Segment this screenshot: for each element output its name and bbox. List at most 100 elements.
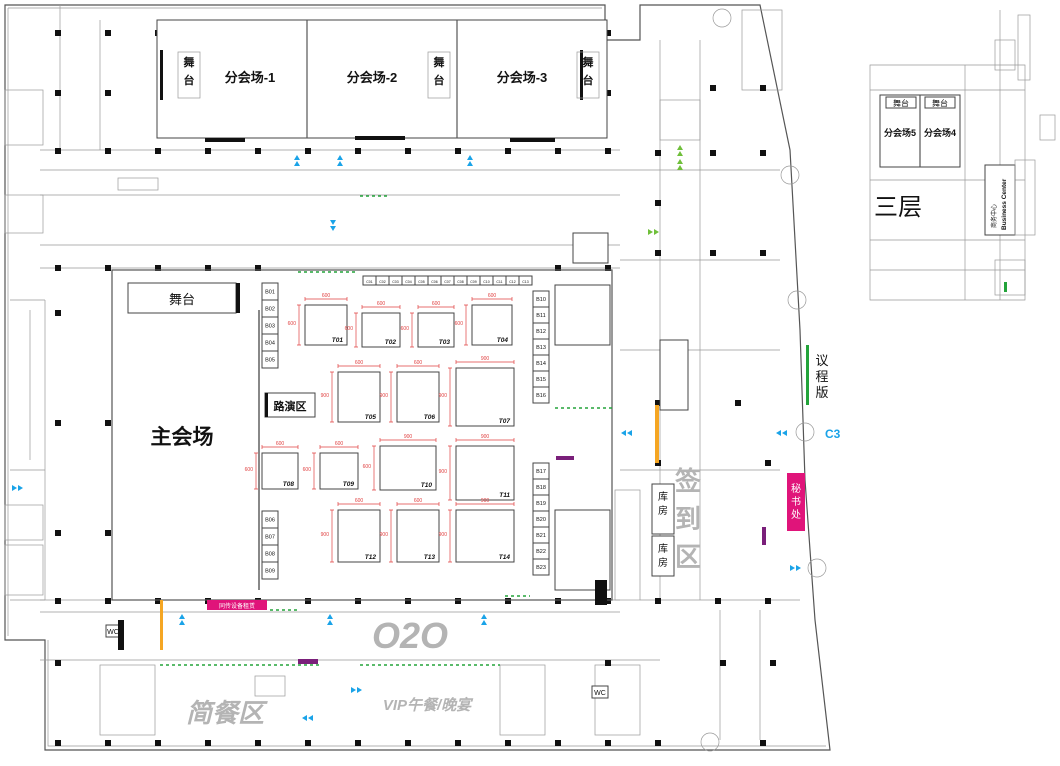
table-label: T09 xyxy=(343,481,355,488)
dimension-label: 900 xyxy=(404,434,413,440)
booth-label: C13 xyxy=(522,280,528,284)
business-center-label[interactable]: Business Center xyxy=(1001,178,1008,230)
booth-label: B03 xyxy=(265,324,275,330)
buffet-label[interactable]: 简餐区 xyxy=(186,698,268,728)
direction-arrows xyxy=(12,145,801,721)
booth-label: B09 xyxy=(265,569,275,575)
booth-B05[interactable] xyxy=(261,350,279,369)
sub-hall-3-label[interactable]: 分会场-3 xyxy=(497,70,548,85)
table-T04[interactable] xyxy=(471,304,513,346)
booth-label: B07 xyxy=(265,535,275,541)
dimension-label: 900 xyxy=(439,393,448,399)
booth-label: B13 xyxy=(536,345,546,351)
booth-label: C04 xyxy=(405,280,411,284)
arrow-icon xyxy=(481,620,487,625)
gate-c3-label[interactable]: C3 xyxy=(825,427,841,441)
dimension-label: 600 xyxy=(401,326,410,332)
dimension-label: 600 xyxy=(355,360,364,366)
floor3-sub-hall-5[interactable]: 分会场5 xyxy=(884,127,916,138)
arrow-icon xyxy=(327,614,333,619)
av-rental-label[interactable]: 同传设备租赁 xyxy=(219,602,255,610)
table-T01[interactable] xyxy=(304,304,348,346)
arrow-icon xyxy=(648,229,653,235)
sub-hall-2-label[interactable]: 分会场-2 xyxy=(347,70,398,85)
arrow-icon xyxy=(308,715,313,721)
checkin-label[interactable]: 签到区 xyxy=(675,466,702,572)
main-hall-label[interactable]: 主会场 xyxy=(151,425,214,449)
booth-label: B06 xyxy=(265,518,275,524)
dimension-label: 600 xyxy=(488,293,497,299)
floor3-sub-hall-4[interactable]: 分会场4 xyxy=(924,127,956,138)
arrow-icon xyxy=(782,430,787,436)
arrow-icon xyxy=(627,430,632,436)
booth-C13[interactable] xyxy=(518,275,533,286)
table-T10[interactable] xyxy=(379,445,437,491)
booth-label: B05 xyxy=(265,358,275,364)
booth-B09[interactable] xyxy=(261,561,279,580)
booth-label: C10 xyxy=(483,280,489,284)
booth-label: B17 xyxy=(536,469,546,475)
table-T09[interactable] xyxy=(319,452,359,490)
booth-label: B10 xyxy=(536,297,546,303)
dimension-label: 600 xyxy=(414,498,423,504)
sub-hall-1-label[interactable]: 分会场-1 xyxy=(225,70,276,85)
dimension-label: 900 xyxy=(321,532,330,538)
table-T02[interactable] xyxy=(361,312,401,348)
table-T14[interactable] xyxy=(455,509,515,563)
dimension-label: 600 xyxy=(377,301,386,307)
table-T08[interactable] xyxy=(261,452,299,490)
dimension-label: 600 xyxy=(245,467,254,473)
o2o-label[interactable]: O2O xyxy=(372,615,448,656)
booth-B16[interactable] xyxy=(532,386,550,404)
booth-label: C11 xyxy=(496,280,502,284)
booth-label: B04 xyxy=(265,341,275,347)
arrow-icon xyxy=(330,220,336,225)
table-T07[interactable] xyxy=(455,367,515,427)
dimension-label: 900 xyxy=(380,532,389,538)
arrow-icon xyxy=(776,430,781,436)
arrow-icon xyxy=(351,687,356,693)
storage-1-label[interactable]: 库房 xyxy=(658,490,668,517)
booth-label: B11 xyxy=(536,313,545,319)
booth-label: C02 xyxy=(379,280,385,284)
wc-left-label: WC xyxy=(107,629,119,636)
secretary-label[interactable]: 秘书处 xyxy=(791,482,801,521)
arrow-icon xyxy=(481,614,487,619)
table-label: T08 xyxy=(283,481,295,488)
main-stage-label: 舞台 xyxy=(169,292,195,307)
arrow-icon xyxy=(302,715,307,721)
dimension-label: 900 xyxy=(481,356,490,362)
booth-label: B15 xyxy=(536,377,546,383)
arrow-icon xyxy=(790,565,795,571)
table-T13[interactable] xyxy=(396,509,440,563)
agenda-board-label[interactable]: 议程版 xyxy=(815,353,828,400)
sub-hall-3-stage: 舞台 xyxy=(583,55,594,87)
arrow-icon xyxy=(467,155,473,160)
arrow-icon xyxy=(621,430,626,436)
roadshow-label[interactable]: 路演区 xyxy=(274,399,307,413)
sub-hall-1-stage: 舞台 xyxy=(184,55,195,87)
table-T12[interactable] xyxy=(337,509,381,563)
arrow-icon xyxy=(327,620,333,625)
arrow-icon xyxy=(179,614,185,619)
booth-label: B02 xyxy=(265,307,275,313)
table-T05[interactable] xyxy=(337,371,381,423)
dimension-label: 600 xyxy=(276,441,285,447)
booth-label: C12 xyxy=(509,280,515,284)
table-T11[interactable] xyxy=(455,445,515,501)
booth-label: B01 xyxy=(265,290,275,296)
booth-B23[interactable] xyxy=(532,558,550,576)
arrow-icon xyxy=(654,229,659,235)
arrow-icon xyxy=(677,145,683,150)
dimension-label: 600 xyxy=(322,293,331,299)
vip-dining-label[interactable]: VIP午餐/晚宴 xyxy=(383,696,474,714)
main-hall: 舞台 主会场 路演区 xyxy=(111,195,613,666)
booth-label: B20 xyxy=(536,517,546,523)
table-T06[interactable] xyxy=(396,371,440,423)
storage-2-label[interactable]: 库房 xyxy=(658,542,668,569)
bottom-zones: O2O 简餐区 VIP午餐/晚宴 同传设备租赁 WC WC xyxy=(105,600,609,728)
table-T03[interactable] xyxy=(417,312,455,348)
table-label: T07 xyxy=(499,418,511,425)
booth-label: C06 xyxy=(431,280,437,284)
arrow-icon xyxy=(179,620,185,625)
